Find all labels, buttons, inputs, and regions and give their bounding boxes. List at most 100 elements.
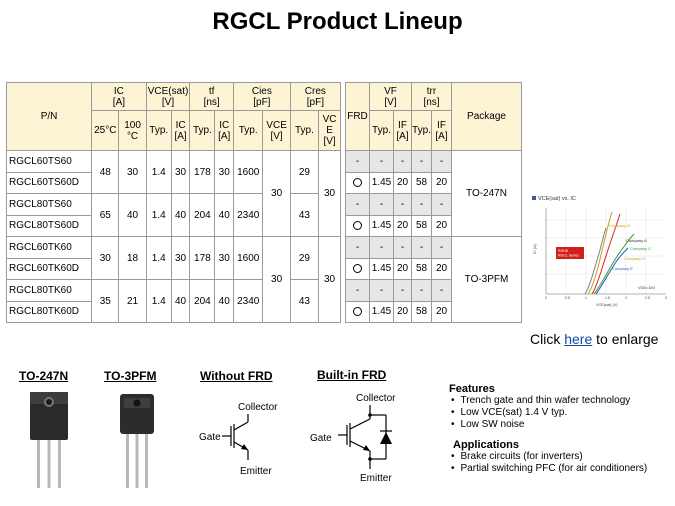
builtin-frd-label: Built-in FRD bbox=[317, 368, 387, 382]
header-ic-a: IC [A] bbox=[170, 110, 191, 151]
ic-25c: 65 bbox=[91, 193, 120, 237]
header-pn: P/N bbox=[5, 82, 93, 151]
ic-100c: 30 bbox=[118, 150, 147, 194]
trr-if: 20 bbox=[431, 257, 452, 280]
features-panel: Features Trench gate and thin wafer tech… bbox=[449, 383, 647, 475]
frd-builtin bbox=[345, 171, 370, 194]
header-ic: IC [A] bbox=[91, 82, 147, 111]
ic-25c: 35 bbox=[91, 279, 120, 323]
to3pfm-label: TO-3PFM bbox=[104, 369, 157, 383]
frd-none-cell: - bbox=[431, 193, 452, 216]
table-row: -----TO-3PFM bbox=[345, 236, 522, 323]
header-vce-v: VCE [V] bbox=[262, 110, 291, 151]
to3pfm-package-image bbox=[120, 394, 154, 488]
cies-typ: 2340 bbox=[232, 279, 264, 323]
x-tick-label: 1 bbox=[585, 296, 587, 300]
cies-vce: 30 bbox=[262, 150, 291, 237]
applications-list: Brake circuits (for inverters)Partial sw… bbox=[449, 451, 648, 475]
package-name: TO-247N bbox=[451, 150, 522, 237]
series-curve bbox=[591, 213, 621, 295]
collector-label: Collector bbox=[238, 402, 278, 413]
trr-if: 20 bbox=[431, 300, 452, 323]
x-tick-label: 2 bbox=[625, 296, 627, 300]
part-number: RGCL60TS60D bbox=[5, 171, 93, 194]
frd-none-cell: - bbox=[411, 150, 432, 173]
trr-typ: 58 bbox=[411, 257, 432, 280]
trr-if: 20 bbox=[431, 171, 452, 194]
cres-vce: 30 bbox=[318, 150, 341, 237]
header-25c: 25°C bbox=[91, 110, 120, 151]
frd-none-cell: - bbox=[431, 236, 452, 259]
igbt-symbol-without-frd: Collector Gate Emitter bbox=[199, 402, 278, 477]
cies-typ: 1600 bbox=[232, 150, 264, 194]
vf-typ: 1.45 bbox=[369, 214, 394, 237]
header-vce: VCE(sat) [V] bbox=[145, 82, 191, 111]
header-trr: trr [ns] bbox=[411, 82, 452, 111]
cies-typ: 2340 bbox=[232, 193, 264, 237]
frd-none-cell: - bbox=[369, 236, 394, 259]
header-typ: Typ. bbox=[369, 110, 394, 151]
thumb-note: VGE=15V bbox=[638, 286, 655, 290]
header-if-a: IF [A] bbox=[431, 110, 452, 151]
frd-builtin bbox=[345, 257, 370, 280]
list-item: Low SW noise bbox=[449, 419, 647, 431]
emitter-label: Emitter bbox=[240, 466, 272, 477]
to247n-label: TO-247N bbox=[19, 369, 69, 383]
frd-circle-icon bbox=[353, 307, 362, 317]
gate-label: Gate bbox=[310, 433, 332, 444]
part-number: RGCL80TS60D bbox=[5, 214, 93, 237]
tf-typ: 204 bbox=[189, 279, 216, 323]
spec-table: P/N IC [A] VCE(sat) [V] tf [ns] Cies [pF… bbox=[5, 82, 342, 323]
tf-ic: 40 bbox=[214, 279, 234, 323]
enlarge-caption: Click here to enlarge bbox=[530, 331, 658, 347]
vce-sat-typ: 1.4 bbox=[145, 236, 172, 280]
header-vce-v: VC E [V] bbox=[318, 110, 341, 151]
enlarge-link[interactable]: here bbox=[564, 331, 593, 347]
series-curve bbox=[584, 227, 607, 295]
frd-none-cell: - bbox=[411, 236, 432, 259]
x-tick-label: 0 bbox=[545, 296, 547, 300]
series-label-d: Company D bbox=[624, 256, 645, 261]
table-row: -----TO-247N bbox=[345, 150, 522, 237]
frd-builtin bbox=[345, 300, 370, 323]
frd-none-cell: - bbox=[393, 150, 412, 173]
frd-none-cell: - bbox=[345, 279, 370, 302]
header-package: Package bbox=[451, 82, 522, 151]
igbt-symbol-builtin-frd: Collector Gate Emitter bbox=[310, 393, 396, 484]
to247n-package-image bbox=[30, 392, 68, 488]
enlarge-suffix: to enlarge bbox=[592, 331, 659, 347]
header-cres: Cres [pF] bbox=[289, 82, 342, 111]
frd-none-cell: - bbox=[393, 193, 412, 216]
cres-vce: 30 bbox=[318, 236, 341, 323]
frd-none-cell: - bbox=[411, 193, 432, 216]
vf-if: 20 bbox=[393, 300, 412, 323]
vce-sat-typ: 1.4 bbox=[145, 193, 172, 237]
header-cies: Cies [pF] bbox=[232, 82, 291, 111]
vce-ic-thumbnail[interactable]: VCE(sat) vs. IC Company B Company A Comp… bbox=[530, 190, 668, 318]
enlarge-prefix: Click bbox=[530, 331, 565, 347]
header-typ: Typ. bbox=[145, 110, 172, 151]
tf-ic: 30 bbox=[214, 150, 234, 194]
series-label-a: Company A bbox=[626, 238, 647, 243]
cres-typ: 43 bbox=[289, 279, 320, 323]
emitter-label: Emitter bbox=[360, 473, 392, 484]
frd-none-cell: - bbox=[369, 150, 394, 173]
thumb-ylabel: IC (A) bbox=[533, 243, 537, 254]
ic-100c: 18 bbox=[118, 236, 147, 280]
gate-label: Gate bbox=[199, 432, 221, 443]
list-item: Partial switching PFC (for air condition… bbox=[449, 463, 648, 475]
series-curve bbox=[595, 247, 629, 295]
tf-typ: 178 bbox=[189, 150, 216, 194]
applications-heading: Applications bbox=[453, 439, 520, 451]
ic-100c: 21 bbox=[118, 279, 147, 323]
vce-sat-typ: 1.4 bbox=[145, 279, 172, 323]
vce-sat-ic: 30 bbox=[170, 150, 191, 194]
table-row: RGCL80TK60D bbox=[5, 300, 341, 323]
tf-typ: 204 bbox=[189, 193, 216, 237]
header-tf: tf [ns] bbox=[189, 82, 234, 111]
